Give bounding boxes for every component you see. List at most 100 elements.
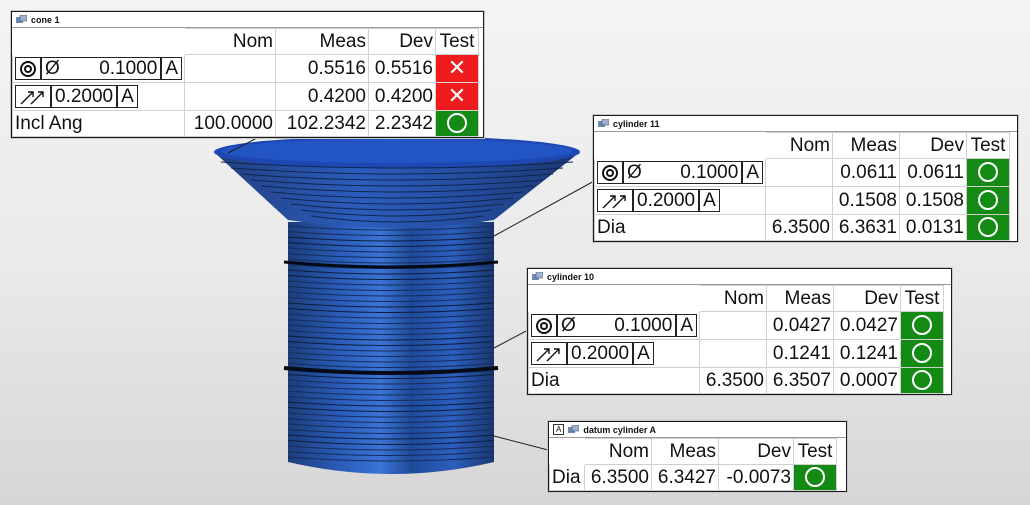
meas-value: 6.3631 [832,214,900,241]
datum-cylinder-a-card[interactable]: A datum cylinder A Nom Meas Dev Test Dia… [548,421,847,492]
scan-line [287,236,495,242]
test-pass-cell [966,186,1010,215]
scan-line [287,330,495,335]
tolerance-value: 0.2000 [633,189,700,212]
table-row[interactable]: Dia 6.3500 6.3631 0.0131 [594,214,1010,241]
cylinder-11-card[interactable]: cylinder 11 Nom Meas Dev Test Ø 0.1000 A [593,115,1018,242]
scan-line [287,258,495,264]
datum-ref: A [699,189,720,212]
scan-line [300,209,494,217]
scan-band [283,260,499,269]
circle-pass-icon [912,343,932,364]
card-header: cone 1 [12,12,483,28]
feature-icon [568,424,580,434]
scan-line [287,291,495,297]
scan-line [287,445,495,451]
table-row[interactable]: Ø 0.1000 A 0.0427 0.0427 [528,311,944,340]
nom-value [184,82,276,111]
nom-header: Nom [765,132,833,159]
meas-value: 0.1241 [766,339,834,368]
dev-value: 0.5516 [368,54,436,83]
meas-value: 0.4200 [275,82,369,111]
test-header: Test [435,28,479,55]
feature-control-frame: 0.2000 A [597,189,763,212]
table-row[interactable]: 0.2000 A 0.1241 0.1241 [528,339,944,368]
scan-line [287,374,495,379]
meas-value: 0.1508 [832,186,900,215]
datum-ref: A [676,314,697,337]
meas-value: 0.5516 [275,54,369,83]
runout-icon [15,85,51,108]
feature-control-frame: Ø 0.1000 A [597,161,763,184]
scan-line [287,390,495,396]
feature-icon [16,14,28,24]
nom-value: 6.3500 [765,214,833,241]
row-label: Incl Ang [12,110,185,137]
card-title: cone 1 [31,14,60,25]
test-fail-cell: ✕ [435,82,479,111]
dev-value: -0.0073 [718,464,794,491]
tolerance-value: 0.1000 [614,314,673,336]
dev-value: 0.1508 [899,186,967,215]
measurement-table: Nom Meas Dev Test Dia 6.3500 6.3427 -0.0… [549,438,837,491]
feature-control-frame: 0.2000 A [531,342,697,365]
cylinder-10-card[interactable]: cylinder 10 Nom Meas Dev Test Ø 0.1000 A [527,268,952,395]
table-row[interactable]: Dia 6.3500 6.3427 -0.0073 [549,464,837,491]
dev-header: Dev [899,132,967,159]
scan-line [287,286,495,291]
test-pass-cell [966,158,1010,187]
test-fail-cell: ✕ [435,54,479,83]
card-header: cylinder 10 [528,269,951,285]
table-row[interactable]: Incl Ang 100.0000 102.2342 2.2342 [12,110,479,137]
scan-line [270,191,524,199]
table-row[interactable]: 0.2000 A 0.1508 0.1508 [594,186,1010,215]
x-mark-icon: ✕ [447,82,467,108]
test-pass-cell [793,464,837,491]
cone-1-card[interactable]: cone 1 Nom Meas Dev Test Ø 0.1000 A [11,11,484,138]
nom-header: Nom [584,438,652,465]
card-title: cylinder 10 [547,271,595,282]
scan-line [287,341,495,346]
scan-line [250,179,544,187]
datum-ref: A [117,85,138,108]
nom-header: Nom [699,285,767,312]
scan-line [260,185,534,193]
scan-line [287,418,495,423]
scan-line [287,275,495,280]
scan-line [287,363,495,368]
table-row[interactable]: 0.2000 A 0.4200 0.4200 ✕ [12,82,479,111]
diameter-symbol: Ø [45,57,60,79]
circle-pass-icon [978,217,998,238]
nom-value [699,339,767,368]
scan-line [280,197,514,205]
meas-header: Meas [275,28,369,55]
test-pass-cell [900,339,944,368]
scan-line [287,456,495,462]
table-row[interactable]: Dia 6.3500 6.3507 0.0007 [528,367,944,394]
table-row[interactable]: Ø 0.1000 A 0.0611 0.0611 [594,158,1010,187]
diameter-symbol: Ø [561,314,576,336]
scan-line [287,253,495,258]
meas-header: Meas [832,132,900,159]
dev-header: Dev [833,285,901,312]
test-header: Test [966,132,1010,159]
meas-value: 0.0427 [766,311,834,340]
test-pass-cell [900,311,944,340]
nom-value: 100.0000 [184,110,276,137]
tolerance-value: 0.1000 [99,57,158,79]
dev-header: Dev [368,28,436,55]
card-title: datum cylinder A [583,424,657,435]
circle-pass-icon [447,113,467,134]
table-row[interactable]: Ø 0.1000 A 0.5516 0.5516 ✕ [12,54,479,83]
leader-lines [227,119,597,451]
header-row: Nom Meas Dev Test [12,28,479,55]
scan-band [283,366,499,375]
scan-line [287,319,495,324]
scan-line [287,280,495,286]
scan-line [287,385,495,390]
meas-value: 102.2342 [275,110,369,137]
test-pass-cell [435,110,479,137]
surface-scan-lines [220,161,574,462]
feature-icon [532,271,544,281]
